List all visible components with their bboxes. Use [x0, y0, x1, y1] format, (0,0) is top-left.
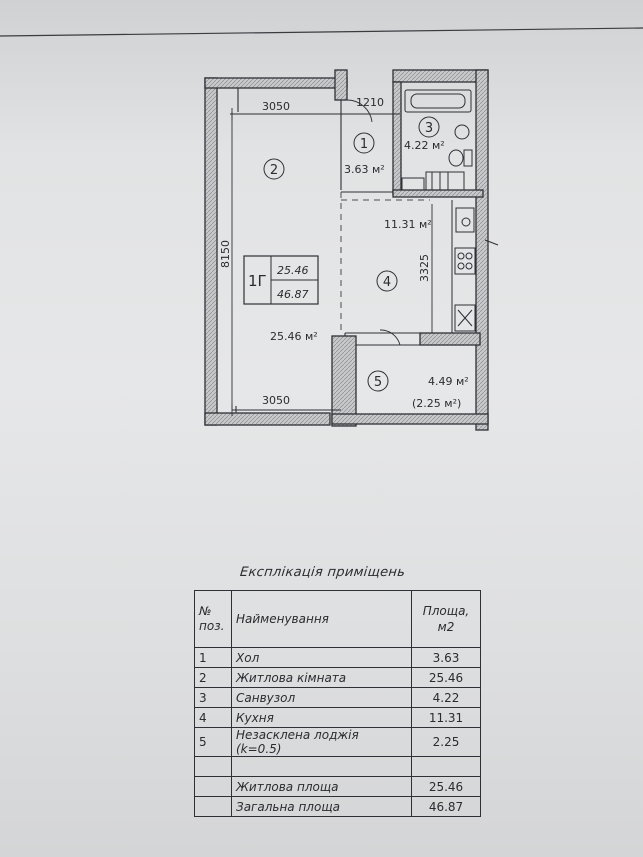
table-row: 1 Хол 3.63 [194, 647, 481, 668]
washing-machine-icon [401, 171, 465, 191]
unit-box: 1Г 25.46 46.87 [243, 255, 319, 305]
room-2-number: 2 [270, 163, 278, 178]
empty-cell [194, 756, 232, 777]
explication-title: Експлікація приміщень [239, 565, 406, 580]
room-3-area: 4.22 м² [404, 139, 445, 152]
row-area: 3.63 [411, 647, 481, 668]
row-area: 4.22 [411, 687, 481, 708]
dim-kitchen-length: 3325 [418, 254, 431, 282]
room-4-marker [376, 270, 398, 292]
explication-table: № поз. Найменування Площа, м2 1 Хол 3.63… [194, 590, 481, 817]
unit-code: 1Г [248, 272, 267, 290]
dimension-lines [230, 108, 433, 416]
empty-cell [194, 776, 232, 797]
header-name: Найменування [231, 590, 412, 648]
room-4-number: 4 [383, 275, 391, 290]
table-row: 5 Незасклена лоджія (k=0.5) 2.25 [194, 727, 481, 757]
kitchen-counter [451, 200, 475, 333]
room-5-number: 5 [374, 375, 382, 390]
total-name: Загальна площа [231, 796, 412, 817]
row-name: Кухня [231, 707, 412, 728]
row-num: 5 [194, 727, 232, 757]
room-5-marker [367, 370, 389, 392]
table-header-row: № поз. Найменування Площа, м2 [194, 590, 481, 648]
row-num: 1 [194, 647, 232, 668]
total-name: Житлова площа [231, 776, 412, 797]
dim-top-side: 1210 [356, 96, 384, 109]
sink-icon [454, 124, 470, 140]
empty-cell [231, 756, 412, 777]
sheet-edge-line [0, 27, 643, 37]
unit-living-area: 25.46 [277, 264, 309, 277]
total-area: 46.87 [411, 796, 481, 817]
total-area: 25.46 [411, 776, 481, 797]
room-1-area: 3.63 м² [344, 163, 385, 176]
bathtub-icon [404, 89, 472, 113]
toilet-icon [448, 149, 473, 167]
walls [204, 69, 489, 431]
header-num: № поз. [194, 590, 232, 648]
row-name: Хол [231, 647, 412, 668]
row-area: 11.31 [411, 707, 481, 728]
empty-cell [194, 796, 232, 817]
row-num: 4 [194, 707, 232, 728]
table-row-empty [194, 756, 481, 777]
zone-boundaries [340, 192, 430, 333]
unit-total-area: 46.87 [277, 288, 309, 301]
door-swings [346, 99, 401, 346]
row-area: 25.46 [411, 667, 481, 688]
room-2-marker [263, 158, 285, 180]
room-2-area: 25.46 м² [270, 330, 318, 343]
table-row: 4 Кухня 11.31 [194, 707, 481, 728]
dim-height: 8150 [219, 240, 232, 268]
room-5-area-reduced: (2.25 м²) [412, 397, 461, 410]
header-area: Площа, м2 [411, 590, 481, 648]
row-name: Незасклена лоджія (k=0.5) [231, 727, 412, 757]
room-3-marker [418, 116, 440, 138]
dim-bottom-width: 3050 [262, 394, 290, 407]
table-row: 2 Житлова кімната 25.46 [194, 667, 481, 688]
room-5-area: 4.49 м² [428, 375, 469, 388]
room-4-area: 11.31 м² [384, 218, 432, 231]
row-name: Житлова кімната [231, 667, 412, 688]
room-3-number: 3 [425, 121, 433, 136]
empty-cell [411, 756, 481, 777]
fridge-icon [454, 304, 476, 332]
row-area: 2.25 [411, 727, 481, 757]
row-num: 2 [194, 667, 232, 688]
stove-icon [454, 247, 476, 275]
table-row: 3 Санвузол 4.22 [194, 687, 481, 708]
dim-top-width: 3050 [262, 100, 290, 113]
table-total-row: Житлова площа 25.46 [194, 776, 481, 797]
row-name: Санвузол [231, 687, 412, 708]
table-total-row: Загальна площа 46.87 [194, 796, 481, 817]
room-1-marker [353, 132, 375, 154]
row-num: 3 [194, 687, 232, 708]
room-1-number: 1 [360, 137, 368, 152]
